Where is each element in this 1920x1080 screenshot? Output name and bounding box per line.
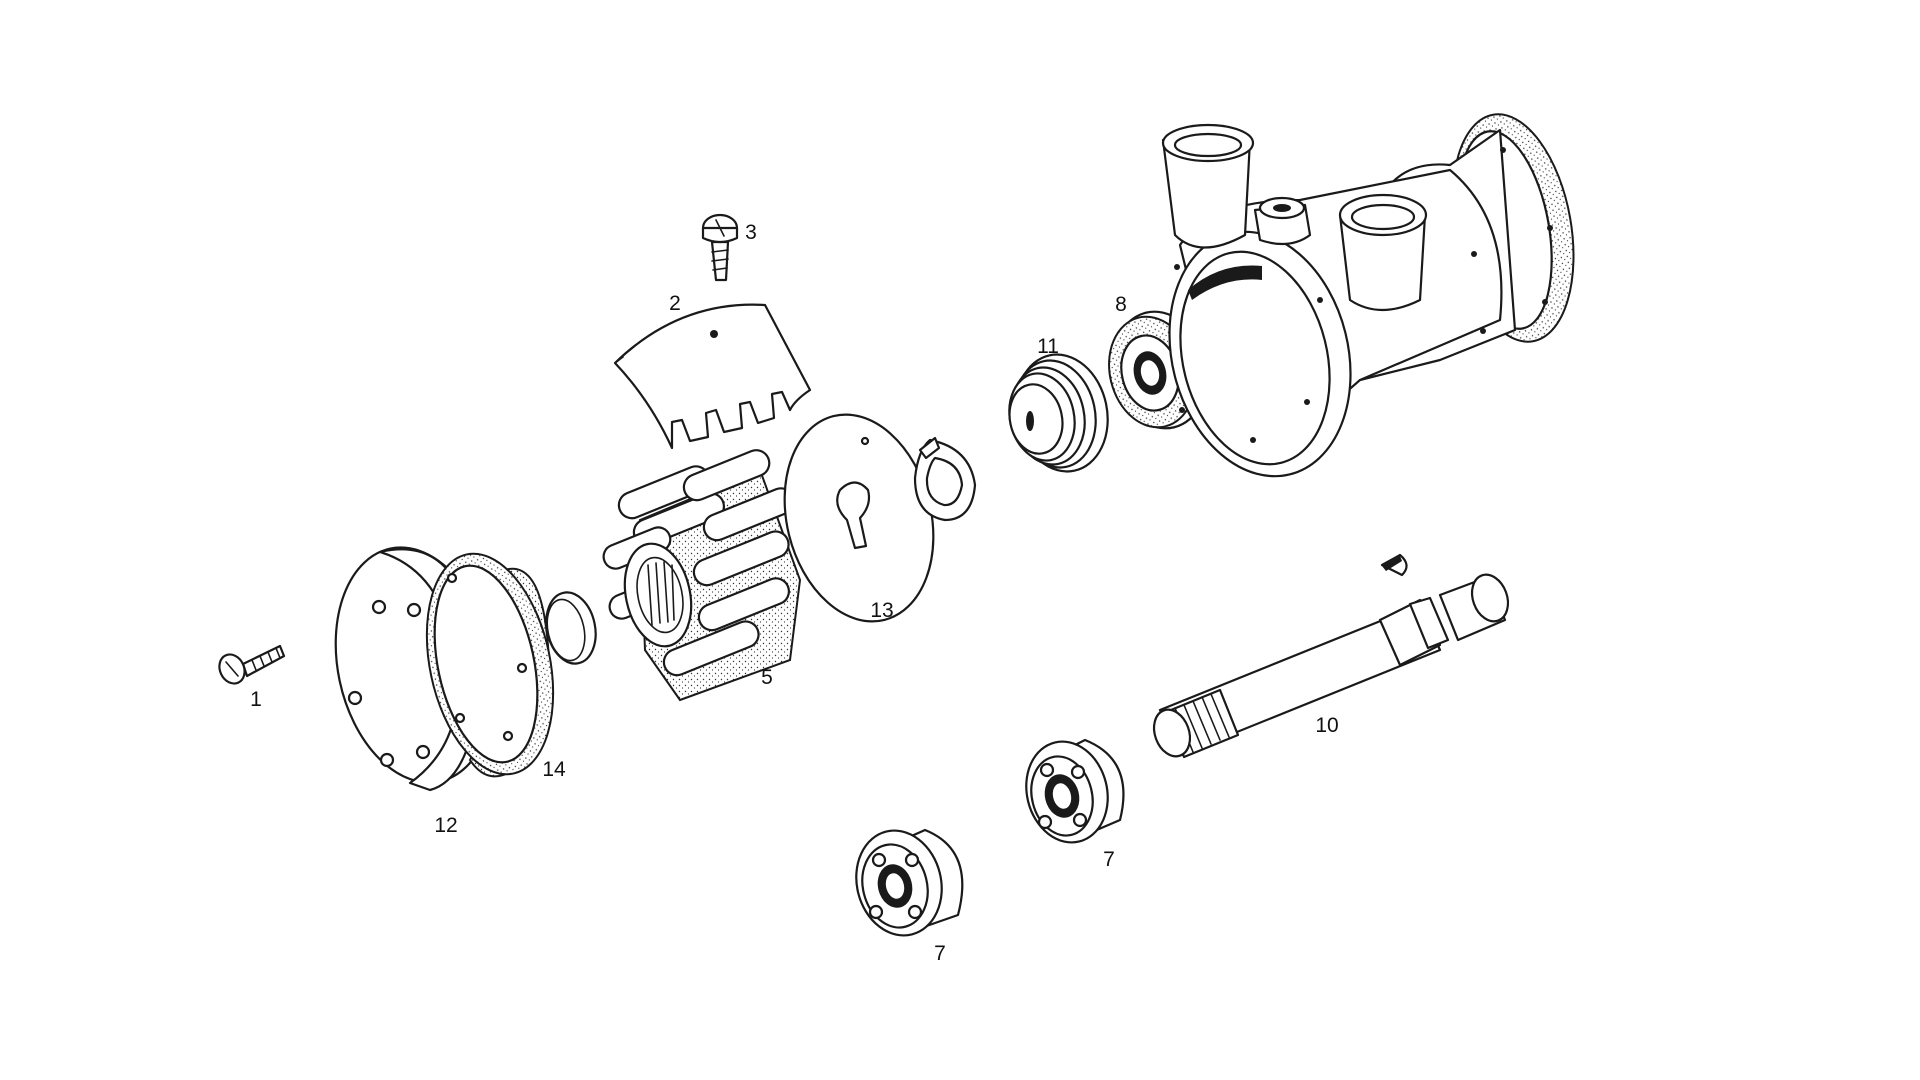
ball-bearing-part-7-lower bbox=[855, 828, 964, 937]
seal-part-11 bbox=[1008, 353, 1109, 473]
label-part-12: 12 bbox=[434, 814, 457, 837]
retaining-ring bbox=[913, 436, 977, 522]
shaft-part-10 bbox=[1152, 553, 1510, 759]
screw-part-3 bbox=[701, 213, 739, 282]
label-part-14: 14 bbox=[542, 758, 566, 781]
label-part-8: 8 bbox=[1115, 293, 1127, 316]
label-part-5: 5 bbox=[761, 666, 773, 689]
seal-disc bbox=[545, 591, 597, 665]
wear-plate-part-13 bbox=[783, 413, 935, 623]
label-part-10: 10 bbox=[1315, 714, 1338, 737]
impeller-part-5 bbox=[602, 449, 802, 702]
gasket-part-14 bbox=[425, 552, 555, 778]
ball-bearing-part-7-upper bbox=[1025, 738, 1125, 844]
pump-housing bbox=[1161, 113, 1575, 478]
label-part-1: 1 bbox=[250, 688, 262, 711]
label-part-7-upper: 7 bbox=[1103, 848, 1115, 871]
label-part-13: 13 bbox=[870, 599, 893, 622]
label-part-7-lower: 7 bbox=[934, 942, 946, 965]
label-part-2: 2 bbox=[669, 292, 681, 315]
label-part-11: 11 bbox=[1037, 335, 1059, 358]
cam-part-2 bbox=[613, 303, 812, 450]
label-part-3: 3 bbox=[745, 221, 757, 244]
screw-part-1 bbox=[218, 644, 286, 685]
